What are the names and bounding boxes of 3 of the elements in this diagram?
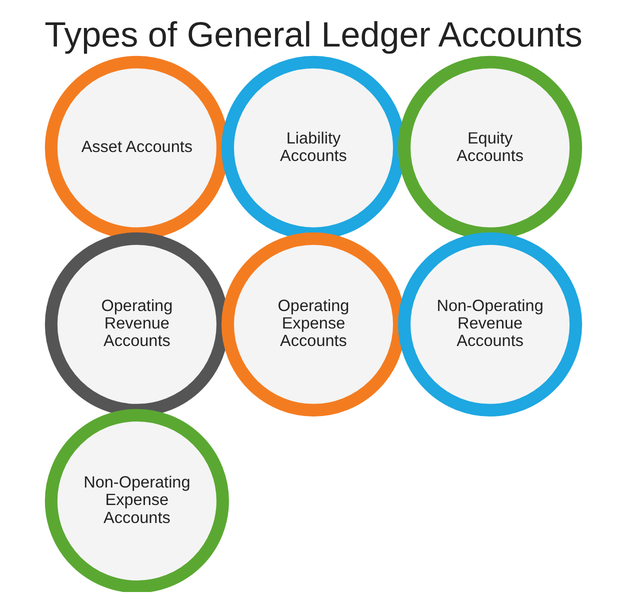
- node-circle: Non-Operating Revenue Accounts: [398, 232, 582, 416]
- diagram-title: Types of General Ledger Accounts: [44, 15, 582, 54]
- node-circle: Non-Operating Expense Accounts: [44, 408, 228, 592]
